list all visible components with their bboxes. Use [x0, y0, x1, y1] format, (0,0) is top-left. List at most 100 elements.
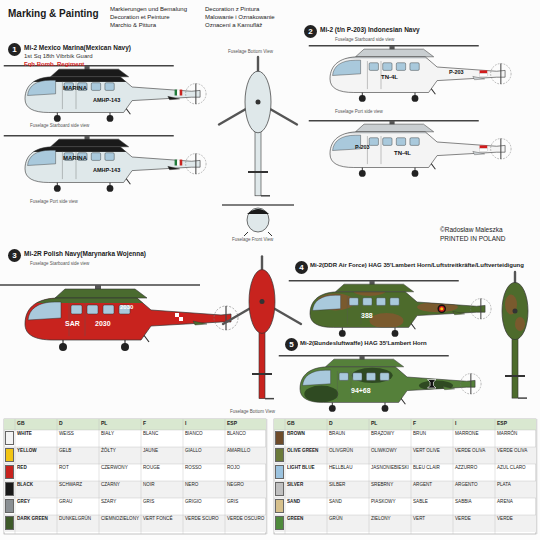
table-cell: BRĄZOWY	[371, 432, 411, 437]
table-cell: VERT OLIVE	[413, 449, 453, 454]
table-cell: PIASKOWY	[371, 500, 411, 505]
table-cell: SABLE	[413, 500, 453, 505]
table-header: D	[59, 421, 63, 427]
sheet-label: Decoration et Peinture	[110, 14, 170, 21]
table-cell: SAND	[329, 500, 369, 505]
sheet-label: Mi-2 Mexico Marina(Mexican Navy)	[24, 44, 131, 51]
table-cell: VERDE OLIVA	[497, 449, 537, 454]
table-cell: VERT	[413, 517, 453, 522]
panel-number: 4	[299, 263, 303, 272]
table-cell: BLANC	[143, 432, 183, 437]
sheet-label: Fuselage Port side view	[30, 200, 78, 205]
helicopter-side-view	[309, 46, 513, 106]
number-badge: 2	[304, 25, 317, 38]
table-cell: BIANCO	[185, 432, 225, 437]
table-cell: GRÜN	[329, 517, 369, 522]
sheet-label: Marking & Painting	[8, 8, 99, 19]
sheet-label: ©Radosław Maleszka	[440, 226, 503, 233]
table-cell: NOIR	[143, 483, 183, 488]
sheet-label: Mi-2 (t/n P-203) Indonesian Navy	[320, 26, 420, 33]
table-cell: VERDE	[497, 517, 537, 522]
table-cell: ZIELONY	[371, 517, 411, 522]
table-cell: PLATA	[497, 483, 537, 488]
sheet-label: Marchio & Pittura	[110, 22, 156, 29]
panel-number: 1	[12, 45, 16, 54]
table-cell: SCHWARZ	[59, 483, 99, 488]
table-header: PL	[371, 421, 377, 427]
sheet-label: Fuselage Starboard side view	[30, 262, 89, 267]
color-name: YELLOW	[17, 449, 57, 454]
sheet-label: Fqh Bomb. Regiment	[24, 61, 84, 68]
sheet-label: 2030	[95, 320, 111, 328]
color-swatch	[5, 516, 14, 530]
panel-number: 2	[308, 27, 312, 36]
table-cell: CZERWONY	[101, 466, 141, 471]
table-cell: ARGENT	[413, 483, 453, 488]
table-cell: AZUL CLARO	[497, 466, 537, 471]
sheet-label: Decoration z Pintura	[205, 6, 259, 13]
table-cell: GIALLO	[185, 449, 225, 454]
table-cell: VERDE SCURO	[185, 517, 225, 522]
color-name: DARK GREEN	[17, 517, 57, 522]
table-cell: AZZURRO	[455, 466, 495, 471]
table-cell: GRAU	[59, 500, 99, 505]
table-cell: BLEU CLAIR	[413, 466, 453, 471]
sheet-label: Mi-2R Polish Navy(Marynarka Wojenna)	[24, 250, 146, 257]
table-cell: CIEMNOZIELONY	[101, 517, 141, 522]
table-header: GB	[287, 421, 295, 427]
helicopter-side-view	[279, 356, 483, 416]
sheet-label: 388	[361, 312, 373, 320]
table-cell: ARENA	[497, 500, 537, 505]
color-name: SILVER	[287, 483, 327, 488]
paint-table	[274, 419, 537, 534]
table-header: ESP	[497, 421, 507, 427]
color-swatch	[275, 499, 284, 513]
sheet-label: 1st Sq 18th Vibrbik Guard	[24, 53, 93, 60]
color-swatch	[275, 465, 284, 479]
sheet-label: Fuselage Starboard side view	[335, 38, 394, 43]
sheet-label: Fuselage Bottom View	[230, 410, 275, 415]
table-cell: ŻÓŁTY	[101, 449, 141, 454]
color-swatch	[5, 431, 14, 445]
helicopter-top-view	[502, 272, 528, 398]
table-header: F	[143, 421, 146, 427]
color-name: BLACK	[17, 483, 57, 488]
color-swatch	[275, 482, 284, 496]
table-cell: VERT FONCÉ	[143, 517, 183, 522]
color-swatch	[5, 448, 14, 462]
sheet-label: TN-4L	[394, 150, 411, 157]
helicopter-top-view	[223, 257, 301, 399]
sheet-label: Fuselage Front View	[232, 238, 273, 243]
color-name: WHITE	[17, 432, 57, 437]
paint-table	[4, 419, 267, 534]
color-name: LIGHT BLUE	[287, 466, 327, 471]
panel-number: 3	[12, 251, 16, 260]
helicopter-side-view	[0, 285, 240, 355]
table-header: D	[329, 421, 333, 427]
color-name: GREEN	[287, 517, 327, 522]
helicopter-top-view	[219, 57, 297, 196]
table-cell: SABBIA	[455, 500, 495, 505]
table-cell: VERDE OLIVA	[455, 449, 495, 454]
color-swatch	[275, 516, 284, 530]
color-swatch	[275, 431, 284, 445]
sheet-label: Fuselage Starboard side view	[30, 124, 89, 129]
sheet-label: MARINA	[63, 85, 87, 92]
table-cell: SREBRNY	[371, 483, 411, 488]
number-badge: 5	[285, 338, 298, 351]
table-header: PL	[101, 421, 107, 427]
sheet-label: Malowanie i Oznakowanie	[205, 14, 275, 21]
sheet-label: AMHP-143	[93, 97, 120, 103]
table-cell: OLIWKOWY	[371, 449, 411, 454]
color-swatch	[5, 465, 14, 479]
table-cell: JASNONIEBIESKI	[371, 466, 411, 471]
number-badge: 4	[295, 261, 308, 274]
table-cell: HELLBLAU	[329, 466, 369, 471]
sheet-label: Mi-2(Bundesluftwaffe) HAG 35'Lambert Hor…	[300, 340, 427, 347]
table-cell: VERDE	[455, 517, 495, 522]
helicopter-front-view	[222, 205, 294, 236]
table-cell: ROT	[59, 466, 99, 471]
table-cell: ROUGE	[143, 466, 183, 471]
sheet-label: MARINA	[63, 155, 87, 162]
table-cell: NERO	[185, 483, 225, 488]
